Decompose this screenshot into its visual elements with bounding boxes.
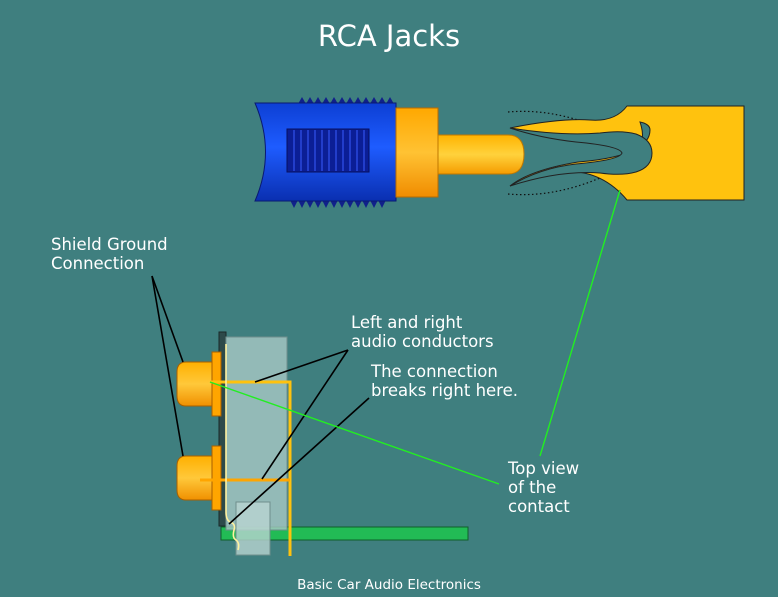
footer-caption: Basic Car Audio Electronics [297,577,481,593]
label-connection-breaks-line-2: breaks right here. [371,381,518,400]
jack-body [225,336,288,531]
label-shield-ground: Shield Ground Connection [51,235,168,273]
jack-pin-block [235,501,271,556]
label-shield-ground-line-1: Shield Ground [51,235,168,254]
rca-jack-assembly [176,331,292,556]
plug-knurl-bottom [290,200,386,208]
pointer-top-view-1 [209,381,500,485]
plug-collar [395,107,439,198]
rca-plug [254,97,525,208]
pointer-lr-1 [254,349,349,383]
label-shield-ground-line-2: Connection [51,254,145,273]
label-connection-breaks-line-1: The connection [371,362,498,381]
label-top-view: Top view of the contact [508,459,579,516]
label-connection-breaks: The connection breaks right here. [371,362,518,400]
jack-lower-flange [211,445,222,511]
plug-center-pin [437,134,525,175]
label-left-right-line-1: Left and right [351,313,463,332]
pointer-lr-2 [261,349,349,480]
break-contact-spring [225,344,240,551]
slide-title: RCA Jacks [317,19,461,53]
deflection-hint-bottom [507,177,601,196]
pointer-top-view-2 [539,189,621,457]
pointers [151,189,621,525]
pointer-shield-1 [151,275,184,363]
contact-fork-slot [509,127,653,187]
conductor-upper [210,380,292,556]
pointer-shield-2 [151,275,184,457]
label-left-right-line-2: audio conductors [351,332,494,351]
jack-lower [176,455,220,501]
pointer-break [228,397,370,525]
label-left-right-conductors: Left and right audio conductors [351,313,494,351]
jack-upper [176,361,220,407]
label-top-view-line-3: contact [508,497,570,516]
label-top-view-line-1: Top view [508,459,580,478]
plug-grip-grid [286,128,370,173]
plug-knurl-top [298,97,394,104]
contact-fork [507,105,745,201]
label-top-view-line-2: of the [508,478,557,497]
